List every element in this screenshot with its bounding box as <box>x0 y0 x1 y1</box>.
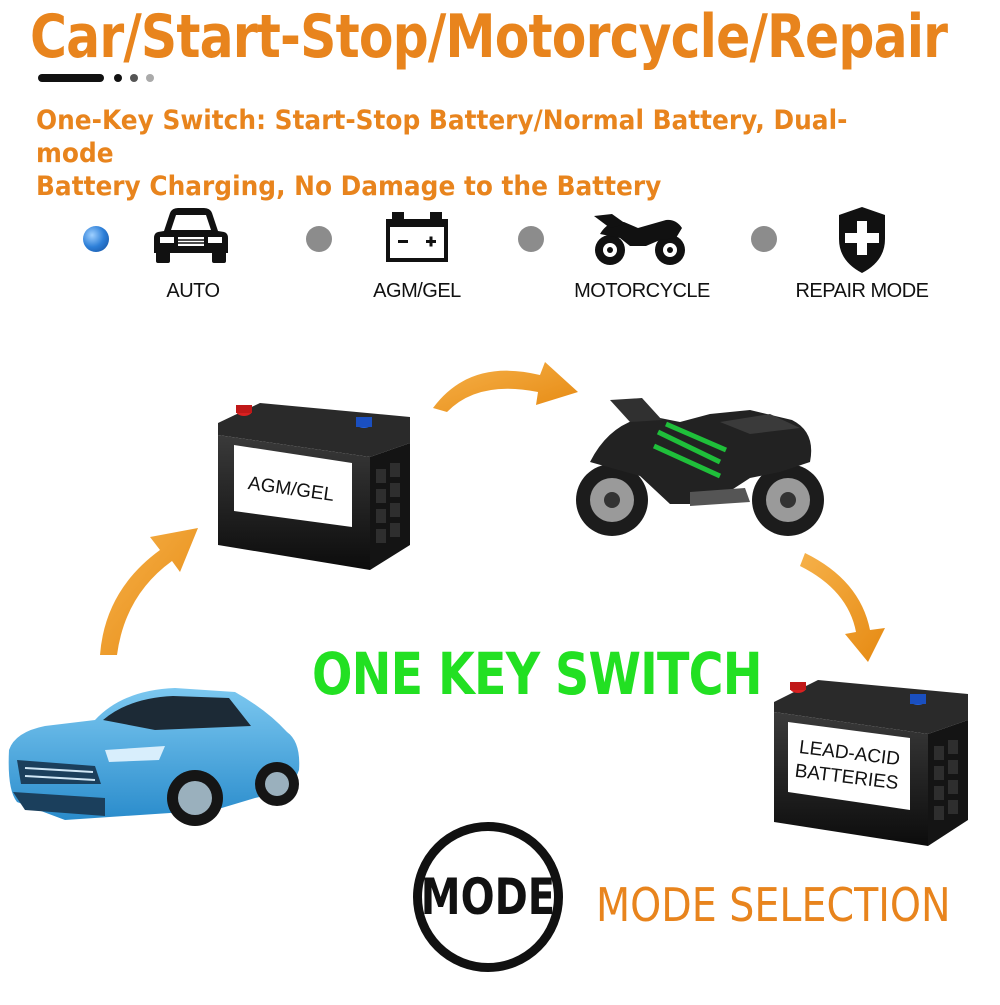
mode-indicator-auto[interactable] <box>83 226 109 252</box>
car-image <box>5 680 305 845</box>
lead-acid-battery <box>768 670 978 855</box>
one-key-switch-text: ONE KEY SWITCH <box>312 640 763 708</box>
motorcycle-image <box>570 392 830 547</box>
battery-icon <box>384 210 450 269</box>
mode-selection-text: MODE SELECTION <box>596 878 951 932</box>
mode-button-label: MODE <box>420 868 556 926</box>
page-title: Car/Start-Stop/Motorcycle/Repair <box>30 2 948 72</box>
shield-plus-icon <box>835 205 889 280</box>
arrow-motorcycle-to-lead <box>800 553 885 662</box>
mode-indicator-repair[interactable] <box>751 226 777 252</box>
agm-battery <box>210 395 420 580</box>
subtitle-line-2: Battery Charging, No Damage to the Batte… <box>36 171 662 202</box>
arrow-car-to-agm <box>100 528 198 655</box>
subtitle: One-Key Switch: Start-Stop Battery/Norma… <box>36 104 864 203</box>
car-icon <box>150 205 232 270</box>
mode-button[interactable]: MODE <box>413 822 563 972</box>
mode-label-repair: REPAIR MODE <box>795 280 929 302</box>
subtitle-line-1: One-Key Switch: Start-Stop Battery/Norma… <box>36 105 848 169</box>
mode-indicator-motorcycle[interactable] <box>518 226 544 252</box>
mode-indicator-agm[interactable] <box>306 226 332 252</box>
mode-label-auto: AUTO <box>166 280 220 302</box>
motorcycle-icon <box>590 210 690 273</box>
mode-label-motorcycle: MOTORCYCLE <box>574 280 710 302</box>
mode-label-agm: AGM/GEL <box>373 280 461 302</box>
arrow-agm-to-motorcycle <box>433 362 578 412</box>
